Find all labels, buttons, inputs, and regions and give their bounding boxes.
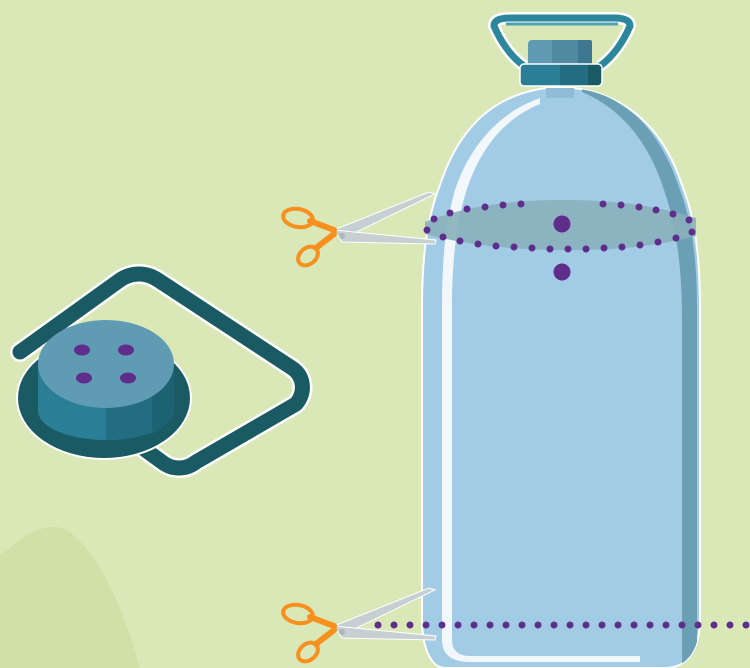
cut-dot [455, 622, 462, 629]
cut-dot [583, 622, 590, 629]
cut-dot [743, 622, 750, 629]
cut-dot [599, 622, 606, 629]
cut-dot [711, 622, 718, 629]
cut-dot [407, 622, 414, 629]
cut-dot [727, 622, 734, 629]
cut-dot [679, 622, 686, 629]
cut-dot [695, 622, 702, 629]
cut-dot [487, 622, 494, 629]
cut-dot [535, 622, 542, 629]
cut-dot [375, 622, 382, 629]
cut-dot [551, 622, 558, 629]
cut-dot [439, 622, 446, 629]
bottle-cap-icon [520, 40, 602, 86]
cut-dot [423, 622, 430, 629]
cut-dot [519, 622, 526, 629]
cut-dot [391, 622, 398, 629]
cut-dot [471, 622, 478, 629]
cut-dot [567, 622, 574, 629]
cut-dot [503, 622, 510, 629]
cut-dot [647, 622, 654, 629]
cut-dot [615, 622, 622, 629]
cut-dot [631, 622, 638, 629]
cut-dot [663, 622, 670, 629]
